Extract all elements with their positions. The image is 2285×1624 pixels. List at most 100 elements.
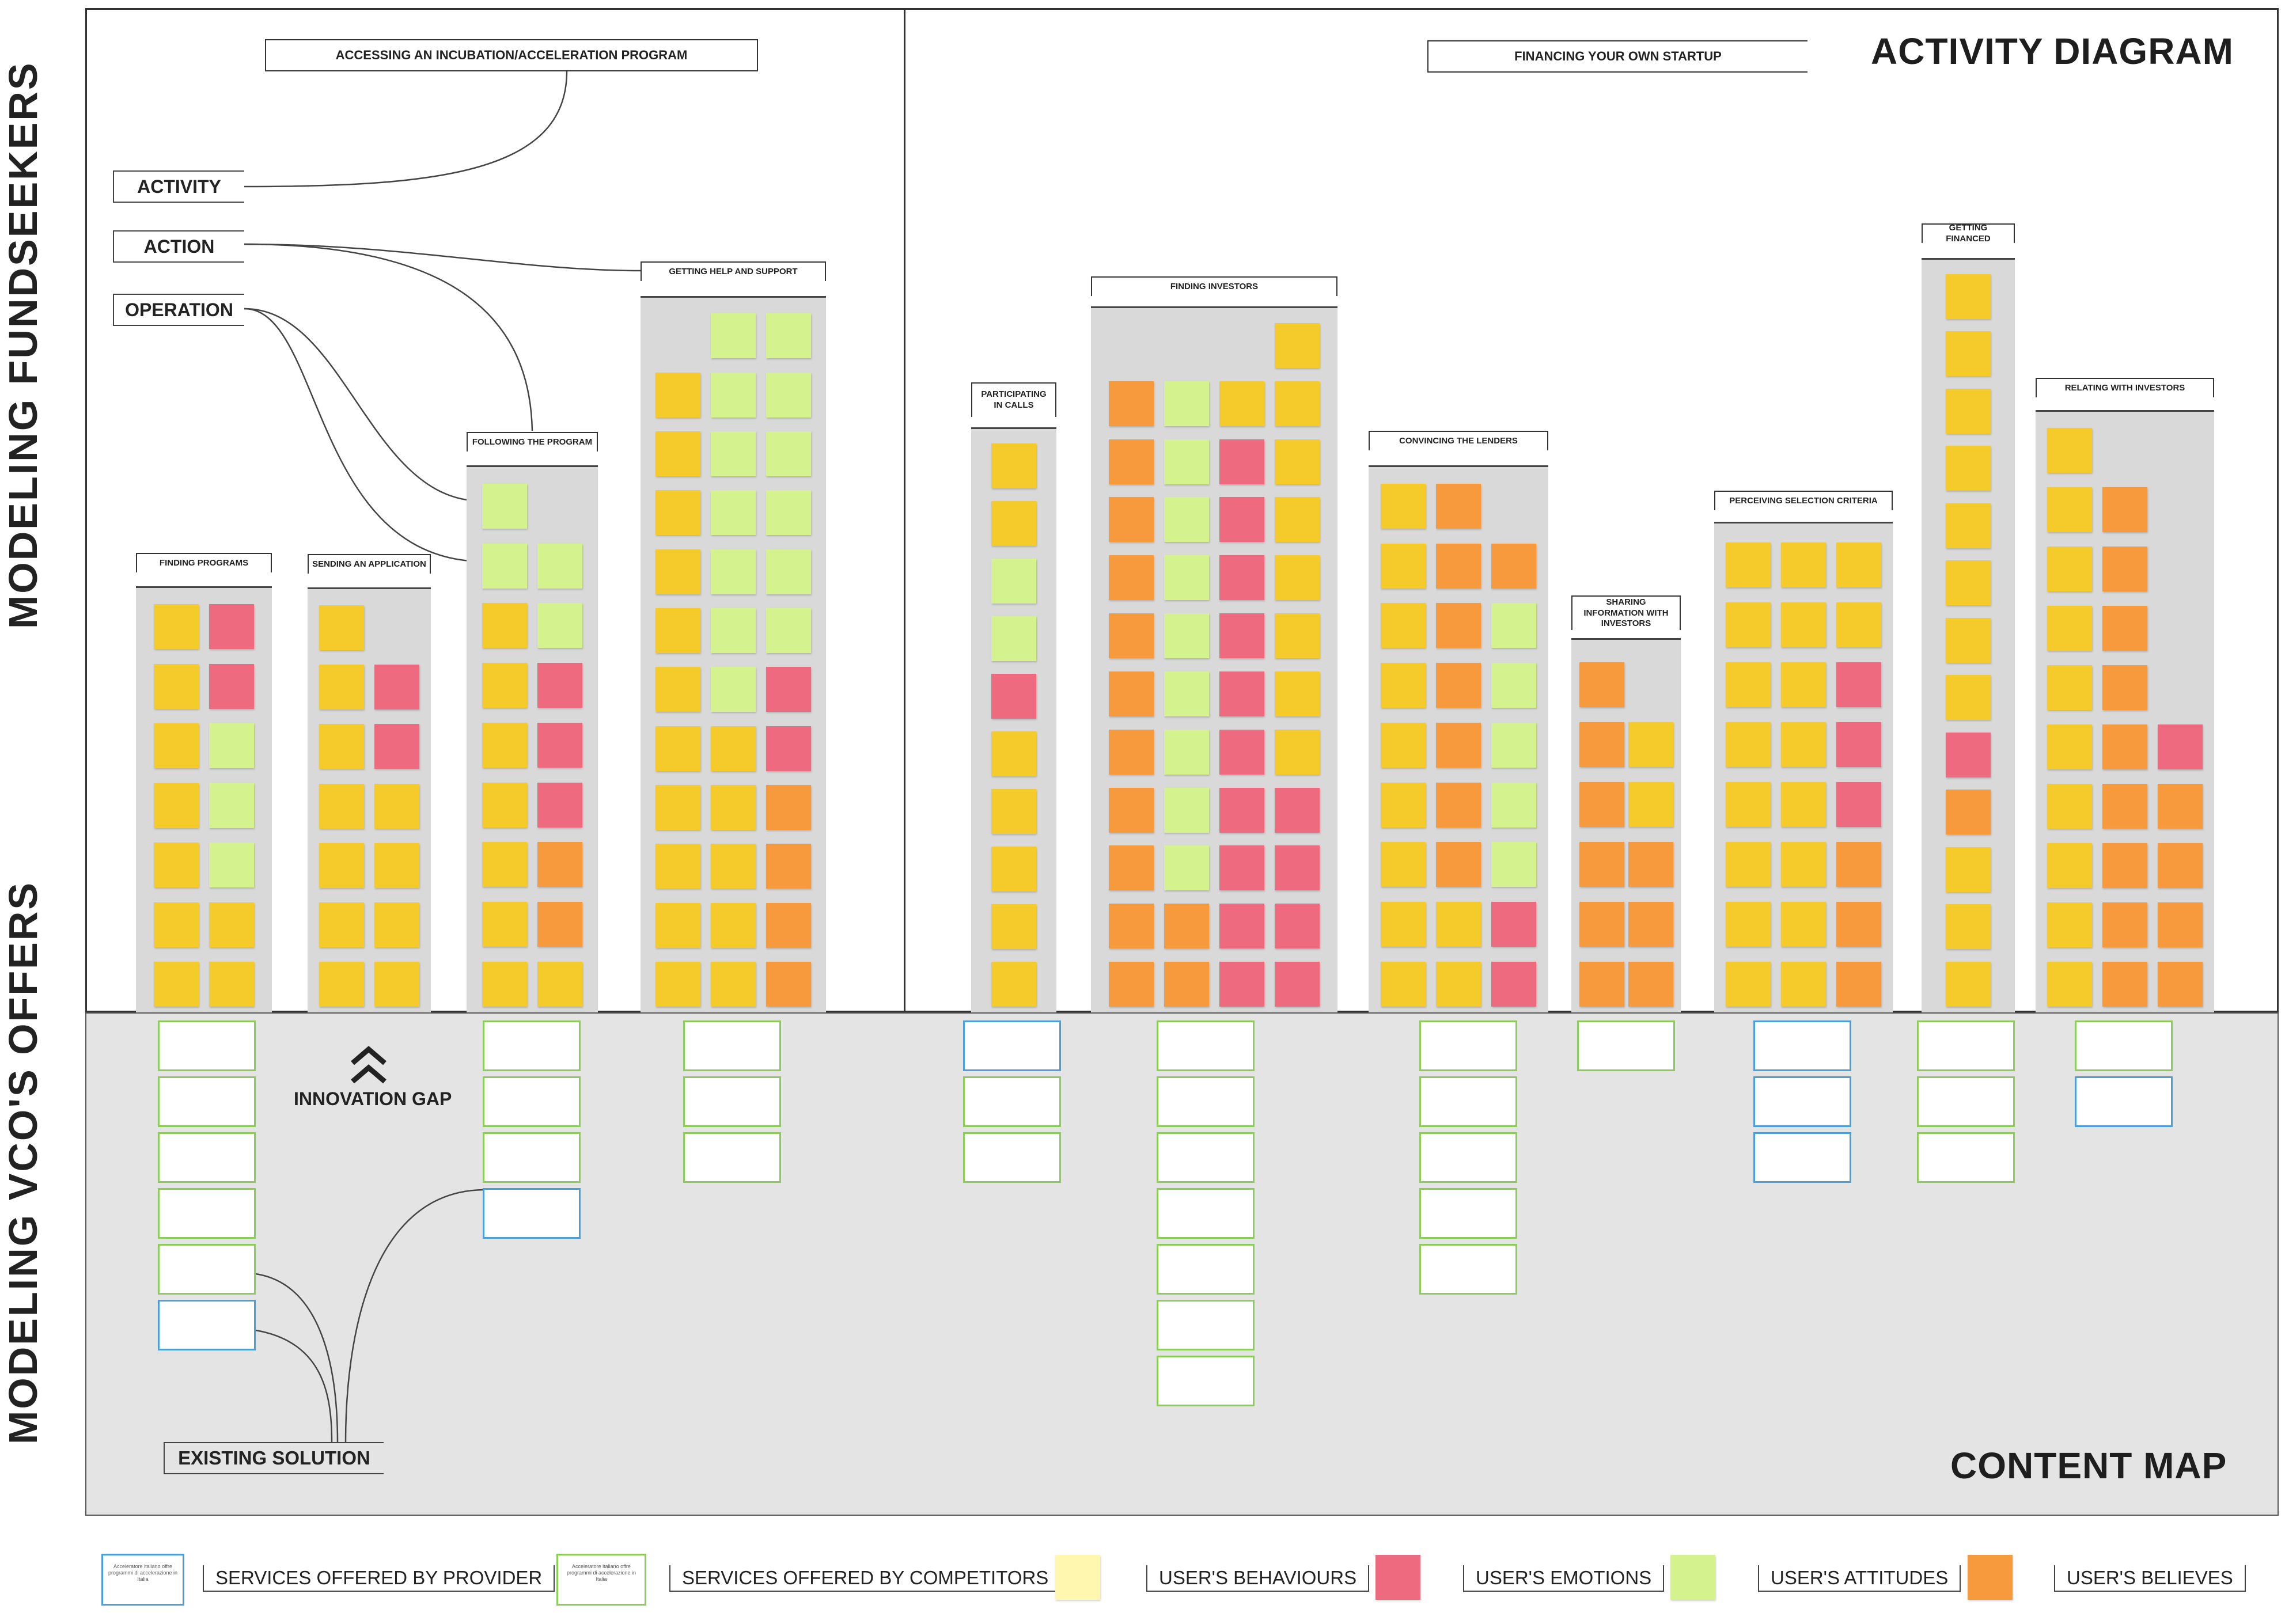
competitor-service-card[interactable] [1419, 1244, 1517, 1295]
competitor-service-card[interactable] [1157, 1356, 1255, 1406]
sticky-note [1164, 381, 1209, 426]
sticky-note [991, 501, 1036, 546]
provider-service-card[interactable] [158, 1300, 256, 1350]
competitor-service-card[interactable] [1917, 1076, 2015, 1127]
sticky-note [1579, 902, 1624, 947]
action-title: PARTICIPATING IN CALLS [971, 382, 1056, 417]
competitor-service-card[interactable] [963, 1132, 1061, 1183]
competitor-service-card[interactable] [1157, 1188, 1255, 1239]
competitor-service-card[interactable] [483, 1132, 581, 1183]
competitor-service-card[interactable] [483, 1020, 581, 1071]
sticky-note [711, 431, 756, 476]
competitor-service-card[interactable] [158, 1076, 256, 1127]
competitor-service-card[interactable] [1419, 1076, 1517, 1127]
competitor-service-card[interactable] [1157, 1300, 1255, 1350]
competitor-service-card[interactable] [158, 1020, 256, 1071]
sticky-note [1436, 782, 1481, 828]
competitor-service-card[interactable] [1419, 1132, 1517, 1183]
sticky-note [2047, 606, 2092, 651]
competitor-service-card[interactable] [1917, 1020, 2015, 1071]
competitor-service-card[interactable] [158, 1132, 256, 1183]
sticky-note [1164, 729, 1209, 775]
sticky-note [154, 962, 199, 1007]
sticky-note [1726, 782, 1771, 827]
action-title: PERCEIVING SELECTION CRITERIA [1714, 491, 1893, 510]
sticky-note [1109, 904, 1154, 949]
competitor-service-card[interactable] [2075, 1020, 2173, 1071]
sticky-note [2102, 724, 2147, 769]
sticky-note [1219, 381, 1264, 426]
competitor-service-card[interactable] [1157, 1020, 1255, 1071]
sticky-note [1628, 782, 1673, 827]
sticky-note [1836, 542, 1881, 587]
competitor-service-card[interactable] [1917, 1132, 2015, 1183]
competitor-service-card[interactable] [1157, 1076, 1255, 1127]
sticky-note [1946, 617, 1991, 663]
sticky-note [1836, 662, 1881, 707]
sticky-note [2047, 547, 2092, 591]
sticky-note [209, 723, 254, 769]
sticky-note [1164, 497, 1209, 542]
sticky-note [991, 674, 1036, 719]
sticky-note [1109, 555, 1154, 601]
provider-service-card[interactable] [1753, 1020, 1851, 1071]
competitor-service-card[interactable] [1157, 1244, 1255, 1295]
sticky-note [1381, 962, 1426, 1007]
level-label-action: ACTION [113, 230, 244, 263]
sticky-note [374, 902, 419, 947]
provider-service-card[interactable] [1753, 1076, 1851, 1127]
sticky-note [1219, 613, 1264, 658]
sticky-note [655, 726, 700, 771]
sticky-note [1109, 845, 1154, 891]
sticky-note [1436, 603, 1481, 648]
level-label-operation: OPERATION [113, 294, 244, 326]
sticky-note [1109, 381, 1154, 426]
sticky-note [482, 483, 527, 529]
competitor-service-card[interactable] [1419, 1188, 1517, 1239]
provider-service-card[interactable] [2075, 1076, 2173, 1127]
sticky-note [711, 962, 756, 1007]
competitor-service-card[interactable] [963, 1076, 1061, 1127]
sticky-note [1491, 962, 1536, 1007]
provider-service-card[interactable] [963, 1020, 1061, 1071]
competitor-service-card[interactable] [158, 1244, 256, 1295]
sticky-note [2047, 843, 2092, 888]
action-title: FINDING INVESTORS [1091, 276, 1337, 296]
competitor-service-card[interactable] [1577, 1020, 1675, 1071]
competitor-service-card[interactable] [483, 1076, 581, 1127]
sticky-note [154, 783, 199, 828]
sticky-note [1164, 787, 1209, 833]
sticky-note [209, 843, 254, 888]
sticky-note [2102, 665, 2147, 710]
sticky-note [1781, 962, 1826, 1007]
competitor-service-card[interactable] [683, 1020, 781, 1071]
sticky-note [482, 722, 527, 768]
competitor-service-card[interactable] [683, 1132, 781, 1183]
sticky-note [1781, 842, 1826, 887]
sticky-note [154, 723, 199, 769]
competitor-service-card[interactable] [1419, 1020, 1517, 1071]
sticky-note [1109, 439, 1154, 484]
sticky-note [1781, 902, 1826, 947]
side-label-fundseekers: MODELING FUNDSEEKERS [1, 61, 46, 629]
sticky-note [1946, 560, 1991, 606]
provider-service-card[interactable] [1753, 1132, 1851, 1183]
competitor-service-card[interactable] [1157, 1132, 1255, 1183]
sticky-note [1275, 729, 1320, 775]
sticky-note [1219, 787, 1264, 833]
sticky-note [1491, 902, 1536, 947]
sticky-note [1781, 602, 1826, 647]
sticky-note [1946, 790, 1991, 835]
sticky-note [1381, 782, 1426, 828]
sticky-note [537, 663, 582, 708]
competitor-service-card[interactable] [158, 1188, 256, 1239]
sticky-note [991, 616, 1036, 661]
sticky-note [1628, 902, 1673, 947]
sticky-note [1726, 722, 1771, 767]
provider-service-card[interactable] [483, 1188, 581, 1239]
competitor-service-card[interactable] [683, 1076, 781, 1127]
sticky-note [537, 782, 582, 828]
sticky-note [482, 962, 527, 1007]
sticky-note [1436, 842, 1481, 887]
sticky-note [1164, 613, 1209, 658]
